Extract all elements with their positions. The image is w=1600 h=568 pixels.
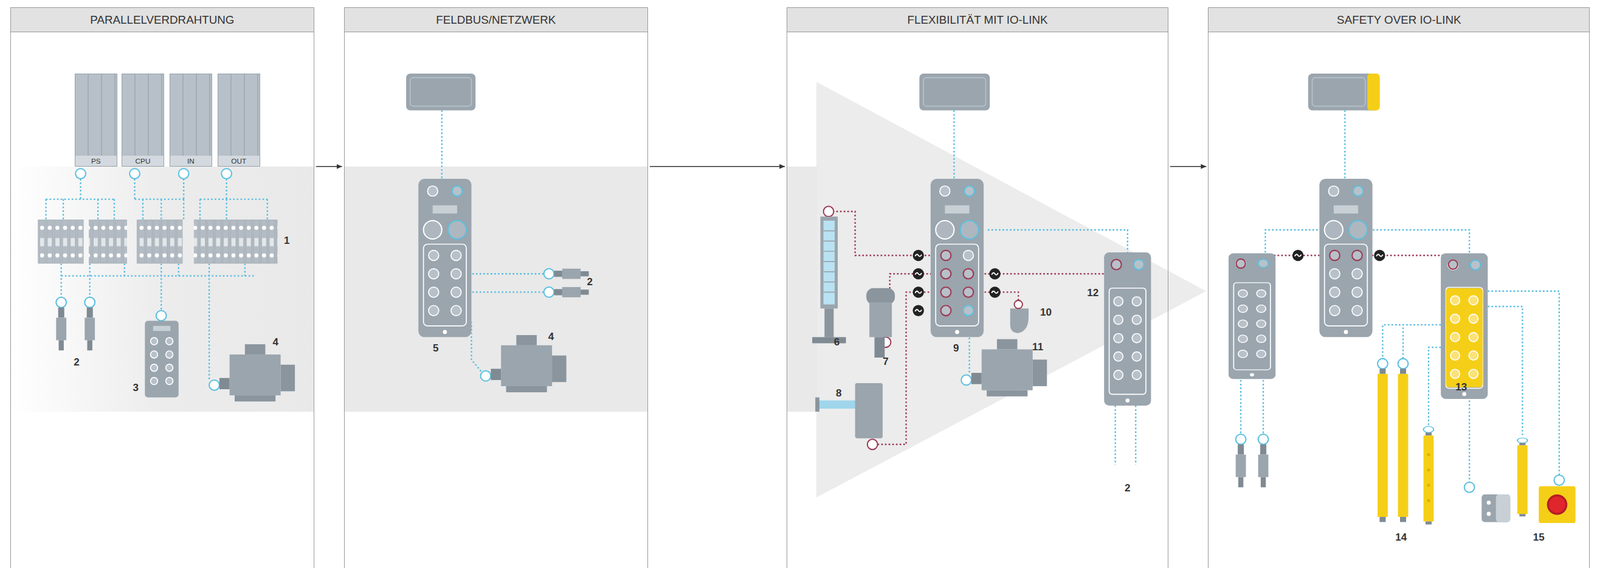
module-label: IN [170,155,213,166]
callout-number: 7 [882,355,889,368]
callout-number: 2 [586,275,593,289]
panel: SAFETY OVER IO-LINK [1207,7,1590,568]
callout-number: 3 [133,381,139,394]
flow-arrow [1170,165,1207,168]
callout-number: 2 [1124,482,1131,495]
callout-number: 10 [1040,306,1052,319]
callout-number: 13 [1455,381,1467,394]
callout-number: 11 [1032,341,1044,354]
callout-number: 5 [432,342,439,355]
plc-module: CPU [121,73,165,167]
panel-header: FELDBUS/NETZWERK [344,7,648,33]
module-label: OUT [218,155,261,166]
panel: FELDBUS/NETZWERK [344,7,649,568]
callout-number: 8 [835,387,842,400]
panel-header: PARALLELVERDRAHTUNG [10,7,314,33]
panel: FLEXIBILITÄT MIT IO-LINK [786,7,1169,568]
callout-number: 4 [548,330,554,343]
callout-number: 4 [272,336,278,349]
plc-module: PS [74,73,118,167]
panel-header: FLEXIBILITÄT MIT IO-LINK [787,7,1168,33]
callout-number: 9 [953,342,959,355]
flow-arrow [649,165,785,168]
flow-arrow [316,165,343,168]
callout-number: 12 [1086,286,1099,300]
panel: PARALLELVERDRAHTUNG PS CPU IN OUT [10,7,315,568]
plc-module: IN [169,73,213,167]
callout-number: 6 [834,336,840,349]
callout-number: 14 [1395,531,1407,544]
plc-module: OUT [217,73,261,167]
callout-number: 2 [73,356,80,369]
module-label: CPU [122,155,165,166]
callout-number: 15 [1533,531,1545,544]
callout-number: 1 [283,234,290,247]
panel-header: SAFETY OVER IO-LINK [1208,7,1590,33]
module-label: PS [75,155,118,166]
